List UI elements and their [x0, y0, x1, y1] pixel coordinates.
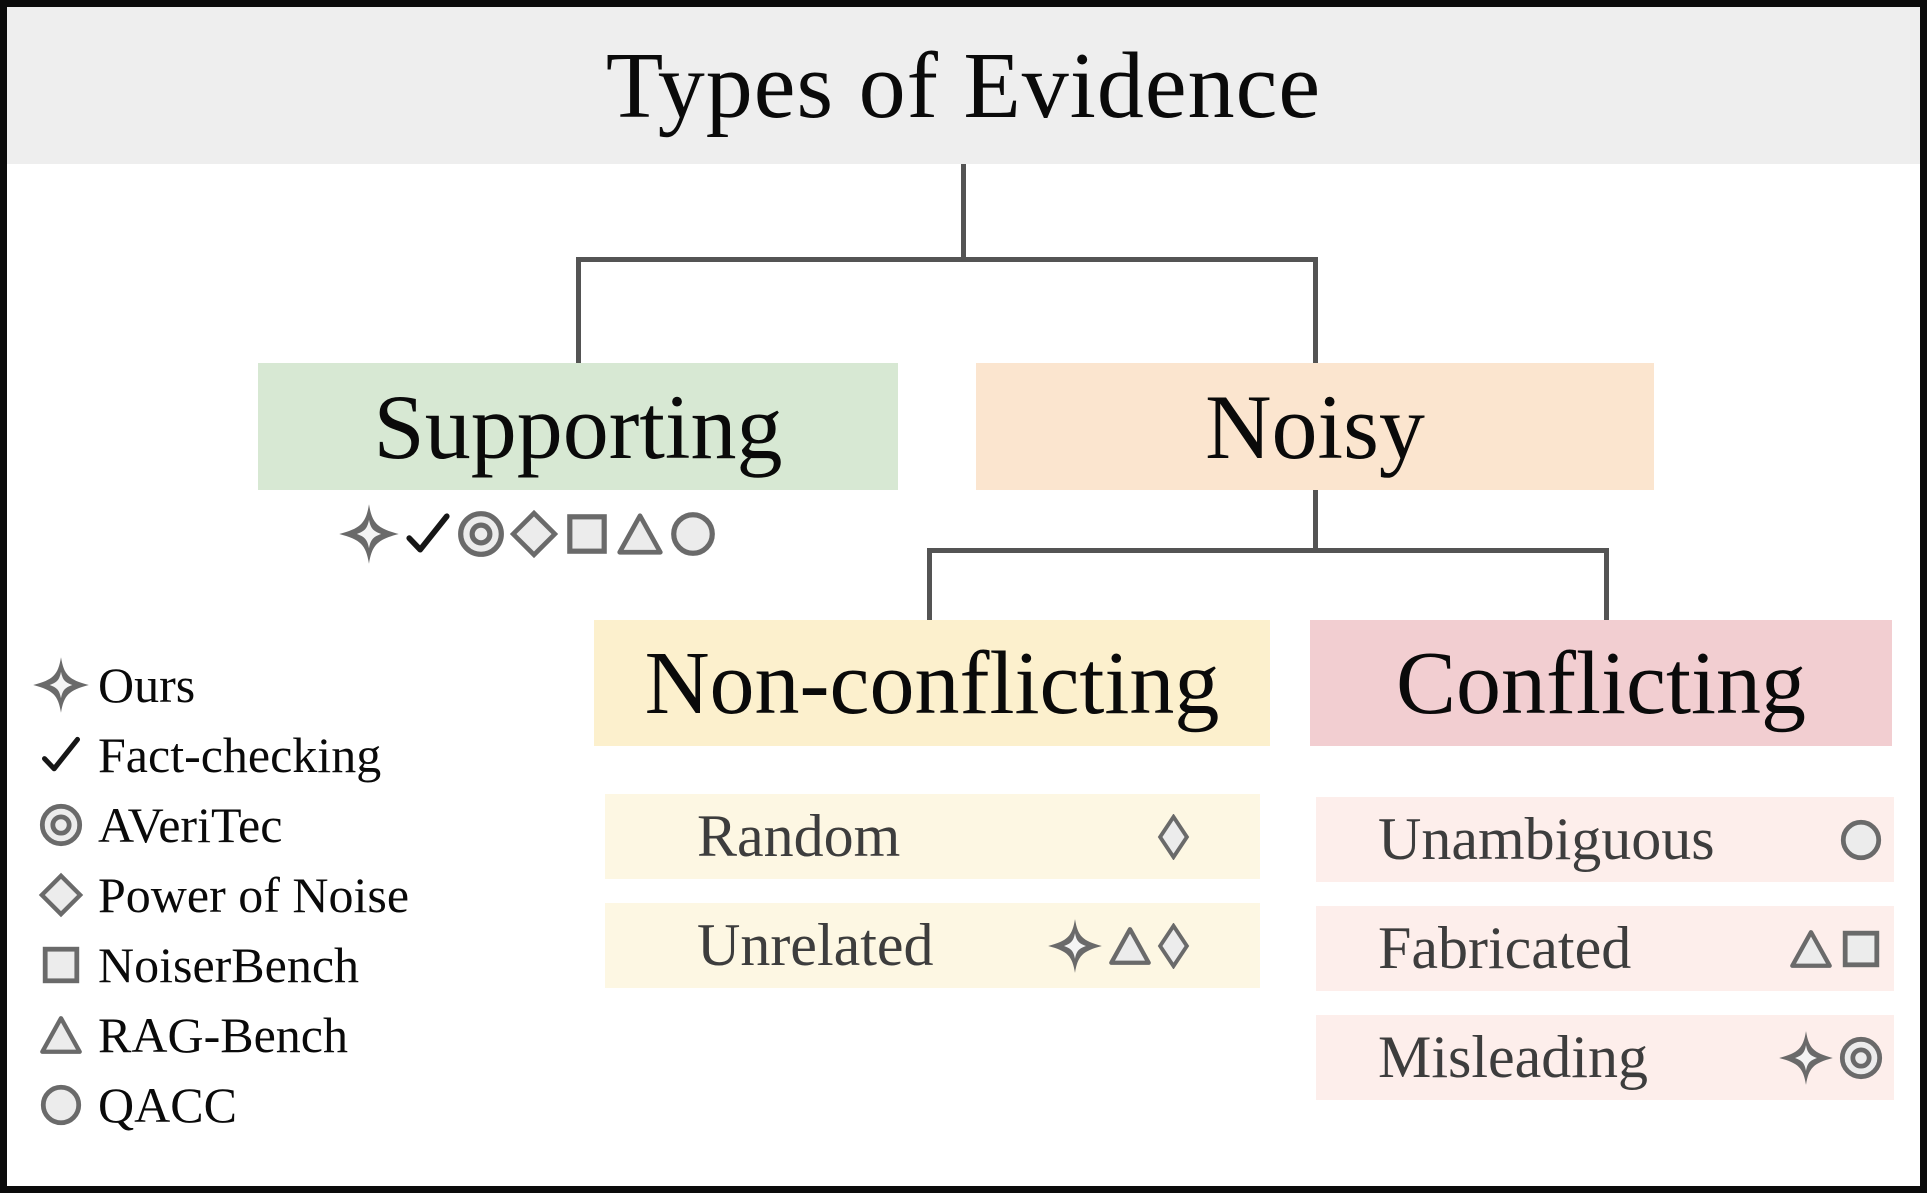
check-icon: [403, 509, 453, 559]
row-marker-icons: [1047, 918, 1190, 974]
legend-label: QACC: [98, 1077, 237, 1133]
legend-item-rag-bench: RAG-Bench: [28, 1000, 548, 1070]
legend-label: RAG-Bench: [98, 1007, 348, 1063]
triangle-icon: [1788, 926, 1834, 972]
check-icon: [28, 733, 94, 777]
diamond-icon: [28, 872, 94, 918]
bullseye-icon: [28, 802, 94, 848]
legend-item-power-of-noise: Power of Noise: [28, 860, 548, 930]
row-label: Misleading: [1378, 1024, 1648, 1090]
legend-label: Fact-checking: [98, 727, 382, 783]
row-fabricated: Fabricated: [1316, 906, 1894, 991]
row-misleading: Misleading: [1316, 1015, 1894, 1100]
connector-conflicting-vertical: [1604, 548, 1609, 620]
sparkle-icon: [1778, 1030, 1834, 1086]
row-marker-icons: [1778, 1030, 1884, 1086]
diamond-icon: [1157, 813, 1190, 860]
circle-icon: [28, 1082, 94, 1128]
node-noisy: Noisy: [976, 363, 1654, 490]
connector-root-vertical: [961, 164, 966, 262]
bullseye-icon: [456, 509, 506, 559]
circle-icon: [668, 509, 718, 559]
legend-label: AVeriTec: [98, 797, 283, 853]
square-icon: [562, 509, 612, 559]
connector-noisy-vertical: [1313, 257, 1318, 363]
diamond-icon: [509, 509, 559, 559]
connector-branch1-horizontal: [576, 257, 1318, 262]
legend-label: NoiserBench: [98, 937, 360, 993]
triangle-icon: [615, 509, 665, 559]
connector-branch2-horizontal: [927, 548, 1609, 553]
connector-nonconflicting-vertical: [927, 548, 932, 620]
row-unambiguous: Unambiguous: [1316, 797, 1894, 882]
row-marker-icons: [1838, 817, 1884, 863]
circle-icon: [1838, 817, 1884, 863]
bullseye-icon: [1838, 1035, 1884, 1081]
sparkle-icon: [1047, 918, 1103, 974]
connector-noisy-down-vertical: [1313, 490, 1318, 552]
node-non-conflicting-label: Non-conflicting: [644, 633, 1220, 733]
legend-label: Power of Noise: [98, 867, 410, 923]
figure-header-bar: Types of Evidence: [7, 7, 1920, 164]
legend-item-fact-checking: Fact-checking: [28, 720, 548, 790]
row-unrelated: Unrelated: [605, 903, 1260, 988]
legend-item-qacc: QACC: [28, 1070, 548, 1140]
row-marker-icons: [1157, 813, 1190, 860]
supporting-dataset-icons: [330, 503, 726, 565]
row-marker-icons: [1788, 926, 1884, 972]
legend-item-ours: Ours: [28, 650, 548, 720]
square-icon: [1838, 926, 1884, 972]
triangle-icon: [28, 1012, 94, 1058]
node-non-conflicting: Non-conflicting: [594, 620, 1270, 746]
node-conflicting: Conflicting: [1310, 620, 1892, 746]
row-label: Fabricated: [1378, 915, 1632, 981]
sparkle-icon: [338, 503, 400, 565]
triangle-icon: [1107, 923, 1153, 969]
row-label: Unrelated: [697, 912, 934, 978]
legend-label: Ours: [98, 657, 196, 713]
legend-item-noiserbench: NoiserBench: [28, 930, 548, 1000]
node-supporting-label: Supporting: [373, 375, 783, 478]
node-noisy-label: Noisy: [1205, 375, 1425, 478]
sparkle-icon: [28, 656, 94, 714]
row-label: Random: [697, 803, 901, 869]
node-conflicting-label: Conflicting: [1396, 633, 1806, 733]
square-icon: [28, 942, 94, 988]
legend-item-averitec: AVeriTec: [28, 790, 548, 860]
row-label: Unambiguous: [1378, 806, 1715, 872]
node-supporting: Supporting: [258, 363, 898, 490]
legend: Ours Fact-checking AVeriTec Power of Noi…: [28, 650, 548, 1140]
figure-title: Types of Evidence: [605, 33, 1322, 138]
row-random: Random: [605, 794, 1260, 879]
diamond-icon: [1157, 922, 1190, 969]
connector-supporting-vertical: [576, 257, 581, 363]
